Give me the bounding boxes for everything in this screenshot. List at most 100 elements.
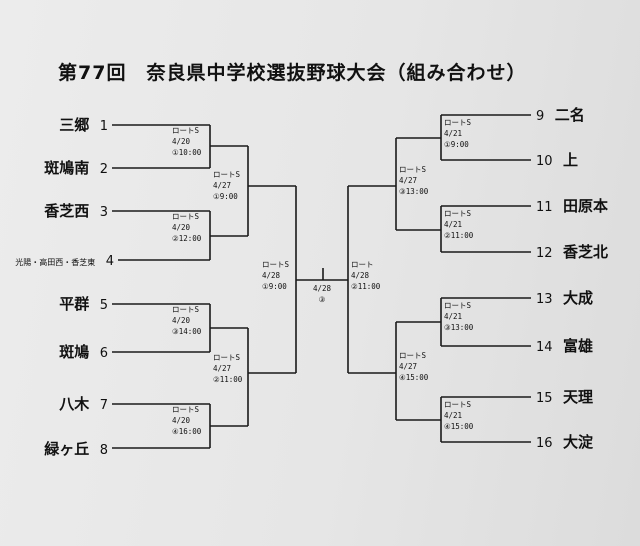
- match-venue: ロートS: [172, 305, 200, 314]
- match-time: ②11:00: [213, 375, 243, 384]
- team-name: 上: [563, 151, 579, 169]
- team-entry: 15 天理: [536, 388, 593, 408]
- team-entry: 八木 7: [59, 395, 108, 415]
- match-time: ①9:00: [444, 140, 469, 149]
- match-venue: ロートS: [172, 405, 200, 414]
- team-name: 三郷: [59, 116, 90, 134]
- match-date: 4/21: [444, 312, 463, 321]
- team-number: 7: [99, 398, 108, 413]
- match-venue: ロートS: [444, 400, 472, 409]
- team-number: 3: [99, 205, 108, 220]
- match-time: ②12:00: [172, 234, 202, 243]
- match-venue: ロートS: [172, 126, 200, 135]
- match-date: 4/21: [444, 411, 463, 420]
- team-name: 二名: [554, 106, 585, 124]
- match-venue: ロートS: [262, 260, 290, 269]
- team-entry: 斑鳩 6: [59, 343, 108, 363]
- team-entry: 12 香芝北: [536, 243, 608, 263]
- team-entry: 14 富雄: [536, 337, 593, 357]
- team-number: 6: [99, 346, 108, 361]
- match-info: ロートS 4/20 ④16:00: [172, 404, 201, 437]
- team-name: 大成: [563, 289, 594, 307]
- match-date: 4/20: [172, 137, 191, 146]
- match-date: 4/27: [213, 364, 232, 373]
- team-name: 斑鳩: [59, 343, 90, 361]
- match-date: 4/20: [172, 223, 191, 232]
- match-date: 4/27: [399, 176, 418, 185]
- match-time: ④15:00: [444, 422, 474, 431]
- team-name: 香芝西: [44, 202, 90, 220]
- team-entry: 香芝西 3: [44, 202, 108, 222]
- match-info: ロートS 4/21 ①9:00: [444, 117, 471, 150]
- match-venue: ロートS: [399, 351, 427, 360]
- team-entry: 光陽・高田西・香芝東 4: [15, 251, 114, 272]
- match-venue: ロートS: [399, 165, 427, 174]
- team-number: 4: [105, 254, 114, 269]
- match-date: 4/21: [444, 220, 463, 229]
- team-entry: 13 大成: [536, 289, 593, 309]
- match-time: ④15:00: [399, 373, 429, 382]
- match-time: ①10:00: [172, 148, 202, 157]
- team-number: 1: [99, 119, 108, 134]
- team-name: 斑鳩南: [44, 159, 90, 177]
- team-name: 富雄: [563, 337, 594, 355]
- team-number: 8: [99, 443, 108, 458]
- team-name: 平群: [59, 295, 90, 313]
- team-entry: 16 大淀: [536, 433, 593, 453]
- match-venue: ロートS: [213, 170, 241, 179]
- team-entry: 三郷 1: [59, 116, 108, 136]
- team-entry: 10 上: [536, 151, 578, 171]
- team-number: 5: [99, 298, 108, 313]
- match-date: 4/28: [351, 271, 370, 280]
- team-name: 八木: [59, 395, 90, 413]
- match-info: ロートS 4/20 ③14:00: [172, 304, 201, 337]
- match-info: ロートS 4/27 ①9:00: [213, 169, 240, 202]
- team-entry: 斑鳩南 2: [44, 159, 108, 179]
- match-date: 4/21: [444, 129, 463, 138]
- match-time: ①9:00: [213, 192, 238, 201]
- team-name: 田原本: [563, 197, 609, 215]
- match-venue: ロートS: [444, 118, 472, 127]
- match-venue: ロートS: [444, 301, 472, 310]
- match-date: 4/20: [172, 416, 191, 425]
- match-info: ロートS 4/27 ③13:00: [399, 164, 428, 197]
- match-info: ロート 4/28 ②11:00: [351, 259, 380, 292]
- team-entry: 9 二名: [536, 106, 585, 126]
- team-name: 天理: [563, 388, 594, 406]
- match-date: 4/20: [172, 316, 191, 325]
- match-date: 4/28: [262, 271, 281, 280]
- match-time: ③14:00: [172, 327, 202, 336]
- team-name: 緑ヶ丘: [44, 440, 90, 458]
- match-date: 4/27: [213, 181, 232, 190]
- match-info: ロートS 4/21 ②11:00: [444, 208, 473, 241]
- team-name: 大淀: [563, 433, 594, 451]
- match-info: ロートS 4/20 ①10:00: [172, 125, 201, 158]
- match-time: ②11:00: [351, 282, 381, 291]
- match-time: ④16:00: [172, 427, 202, 436]
- team-number: 11: [536, 200, 553, 215]
- team-entry: 11 田原本: [536, 197, 608, 217]
- team-number: 16: [536, 436, 553, 451]
- match-time: ①9:00: [262, 282, 287, 291]
- match-info: ロートS 4/28 ①9:00: [262, 259, 289, 292]
- match-time: ③13:00: [444, 323, 474, 332]
- team-number: 10: [536, 154, 553, 169]
- match-info: ロートS 4/21 ④15:00: [444, 399, 473, 432]
- match-venue: ロートS: [444, 209, 472, 218]
- team-number: 12: [536, 246, 553, 261]
- match-time: ③13:00: [399, 187, 429, 196]
- team-name: 光陽・高田西・香芝東: [15, 258, 96, 267]
- match-venue: ロート: [351, 260, 374, 269]
- team-number: 14: [536, 340, 553, 355]
- team-number: 9: [536, 109, 545, 124]
- match-info: ロートS 4/21 ③13:00: [444, 300, 473, 333]
- match-time: ②11:00: [444, 231, 474, 240]
- team-name: 香芝北: [563, 243, 609, 261]
- match-date: 4/27: [399, 362, 418, 371]
- match-info: ロートS 4/27 ④15:00: [399, 350, 428, 383]
- team-entry: 緑ヶ丘 8: [44, 440, 108, 460]
